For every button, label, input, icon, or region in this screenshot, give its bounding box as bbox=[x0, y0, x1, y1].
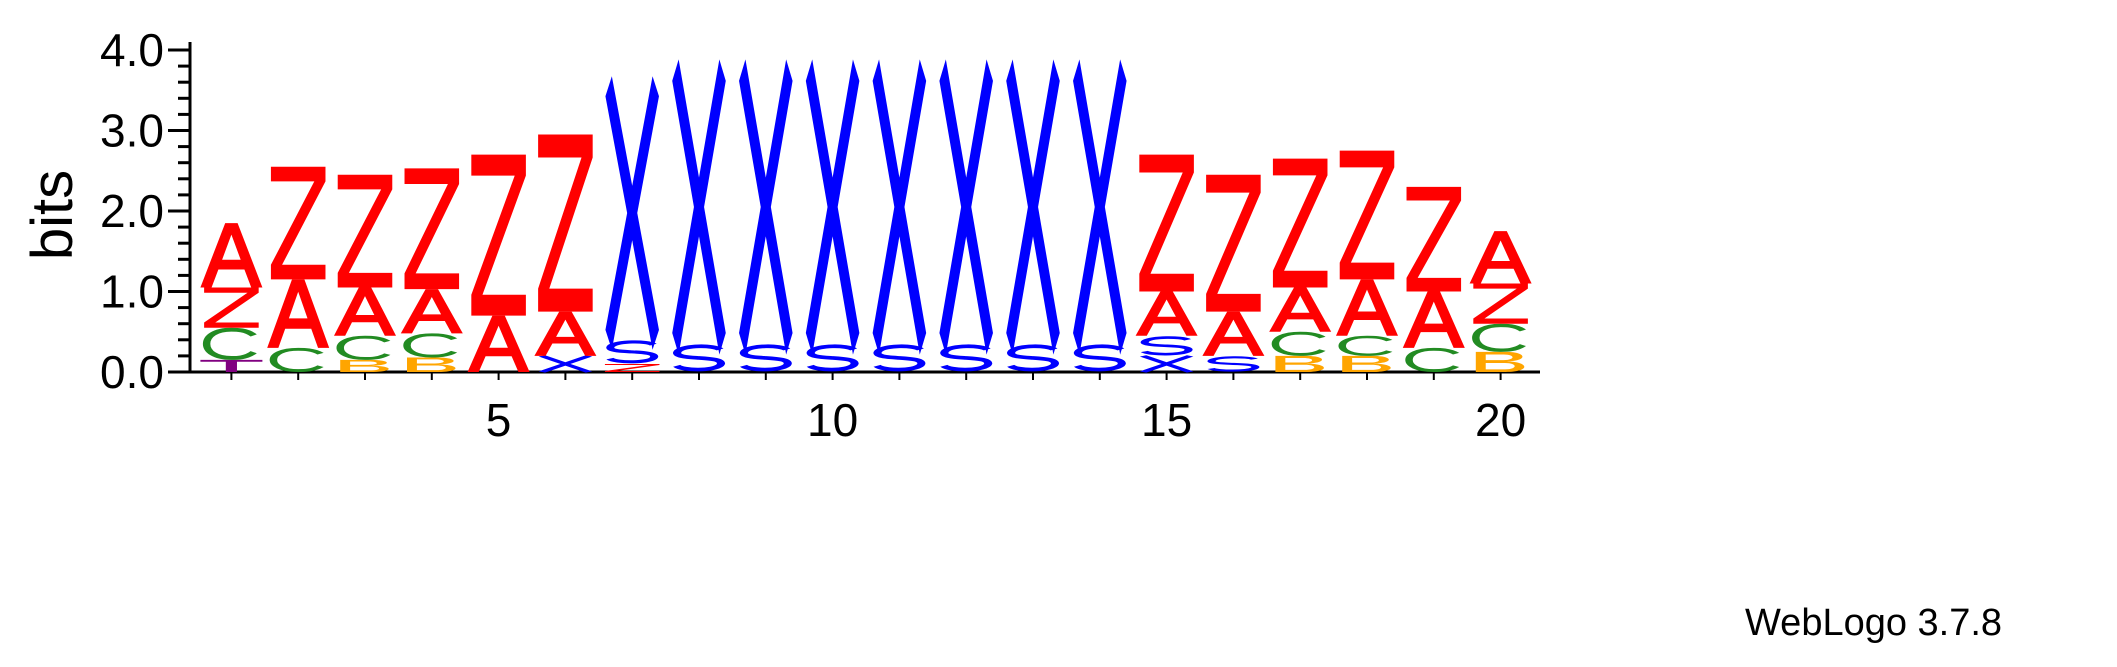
logo-letter-Z bbox=[270, 166, 326, 280]
y-tick-label: 1.0 bbox=[100, 266, 164, 318]
logo-letter-A bbox=[1402, 291, 1465, 348]
logo-column-14 bbox=[1073, 59, 1127, 372]
logo-letter-C bbox=[403, 333, 458, 358]
logo-letter-C bbox=[202, 327, 257, 360]
logo-letter-X bbox=[1073, 59, 1127, 355]
logo-letter-B bbox=[340, 359, 389, 372]
logo-letter-X bbox=[672, 59, 726, 355]
logo-letter-S bbox=[606, 340, 659, 364]
logo-letter-S bbox=[806, 344, 859, 372]
logo-column-18 bbox=[1336, 150, 1398, 372]
logo-letter-A bbox=[467, 315, 530, 372]
logo-column-12 bbox=[939, 59, 993, 372]
logo-column-16 bbox=[1202, 174, 1265, 372]
logo-letter-Z bbox=[1339, 150, 1395, 280]
logo-letter-S bbox=[673, 344, 725, 372]
logo-letter-S bbox=[1007, 344, 1059, 372]
logo-letter-S bbox=[739, 344, 792, 372]
logo-letter-C bbox=[269, 347, 324, 373]
logo-letter-Z bbox=[1473, 283, 1528, 324]
logo-column-5 bbox=[467, 154, 530, 372]
logo-letter-Z bbox=[204, 287, 259, 328]
logo-column-4 bbox=[400, 168, 463, 372]
logo-letter-Z bbox=[538, 134, 593, 312]
y-tick-label: 4.0 bbox=[100, 24, 164, 76]
logo-column-8 bbox=[672, 59, 726, 372]
logo-column-1 bbox=[200, 223, 263, 372]
logo-letter-X bbox=[805, 59, 860, 355]
logo-letter-C bbox=[1472, 323, 1527, 352]
x-tick-label: 5 bbox=[486, 394, 512, 446]
logo-column-11 bbox=[872, 59, 927, 372]
y-tick-label: 0.0 bbox=[100, 346, 164, 398]
logo-letter-X bbox=[872, 59, 927, 355]
logo-letter-A bbox=[534, 311, 597, 356]
logo-column-10 bbox=[805, 59, 860, 372]
y-tick-label: 2.0 bbox=[100, 185, 164, 237]
logo-letter-B bbox=[1342, 355, 1391, 372]
logo-letter-T bbox=[200, 359, 263, 372]
logo-letter-X bbox=[739, 59, 793, 355]
logo-letter-C bbox=[1405, 347, 1460, 373]
logo-letter-C bbox=[1271, 331, 1326, 356]
logo-letter-X bbox=[1139, 355, 1194, 373]
x-tick-label: 20 bbox=[1475, 394, 1526, 446]
logo-letter-stacks bbox=[200, 59, 1532, 373]
logo-letter-X bbox=[538, 355, 593, 373]
logo-letter-Z bbox=[471, 154, 526, 316]
logo-letter-B bbox=[1275, 355, 1324, 372]
y-tick-label: 3.0 bbox=[100, 105, 164, 157]
logo-letter-A bbox=[1135, 291, 1198, 336]
logo-letter-S bbox=[940, 344, 993, 372]
logo-letter-X bbox=[1006, 59, 1060, 355]
logo-column-20 bbox=[1469, 231, 1532, 372]
logo-letter-A bbox=[1469, 231, 1532, 284]
logo-letter-C bbox=[336, 335, 391, 360]
logo-column-15 bbox=[1135, 154, 1198, 373]
logo-letter-A bbox=[334, 287, 396, 336]
logo-letter-A bbox=[267, 279, 330, 348]
weblogo-version-label: WebLogo 3.7.8 bbox=[1745, 602, 2002, 644]
logo-letter-X bbox=[605, 76, 659, 350]
logo-letter-Z bbox=[337, 174, 393, 288]
logo-letter-Z bbox=[1406, 186, 1462, 292]
logo-column-13 bbox=[1006, 59, 1060, 372]
logo-letter-S bbox=[1207, 356, 1260, 372]
y-axis: 0.0 1.0 2.0 3.0 4.0 bbox=[100, 24, 192, 398]
logo-letter-S bbox=[1140, 336, 1193, 356]
logo-column-7 bbox=[604, 76, 660, 372]
logo-letter-A bbox=[400, 289, 463, 334]
logo-column-9 bbox=[739, 59, 793, 372]
logo-letter-A bbox=[1202, 311, 1265, 356]
logo-letter-A bbox=[1269, 287, 1332, 332]
logo-letter-C bbox=[1338, 335, 1393, 356]
logo-letter-Z bbox=[604, 363, 660, 372]
logo-letter-A bbox=[1336, 279, 1398, 336]
y-axis-label: bits bbox=[20, 170, 85, 260]
logo-column-2 bbox=[267, 166, 330, 373]
x-tick-label: 10 bbox=[807, 394, 858, 446]
logo-letter-B bbox=[1475, 351, 1525, 372]
logo-column-17 bbox=[1269, 158, 1332, 372]
logo-letter-Z bbox=[1139, 154, 1194, 292]
logo-letter-S bbox=[873, 344, 926, 372]
logo-column-3 bbox=[334, 174, 396, 372]
logo-letter-Z bbox=[1272, 158, 1328, 288]
logo-letter-Z bbox=[1206, 174, 1261, 312]
logo-letter-A bbox=[200, 223, 263, 288]
logo-column-6 bbox=[534, 134, 597, 373]
logo-letter-S bbox=[1073, 344, 1126, 372]
logo-letter-X bbox=[939, 59, 993, 355]
logo-letter-Z bbox=[404, 168, 460, 290]
logo-letter-B bbox=[407, 357, 456, 372]
x-tick-label: 15 bbox=[1141, 394, 1192, 446]
x-axis: 5 10 15 20 bbox=[190, 370, 1540, 446]
logo-column-19 bbox=[1402, 186, 1465, 373]
